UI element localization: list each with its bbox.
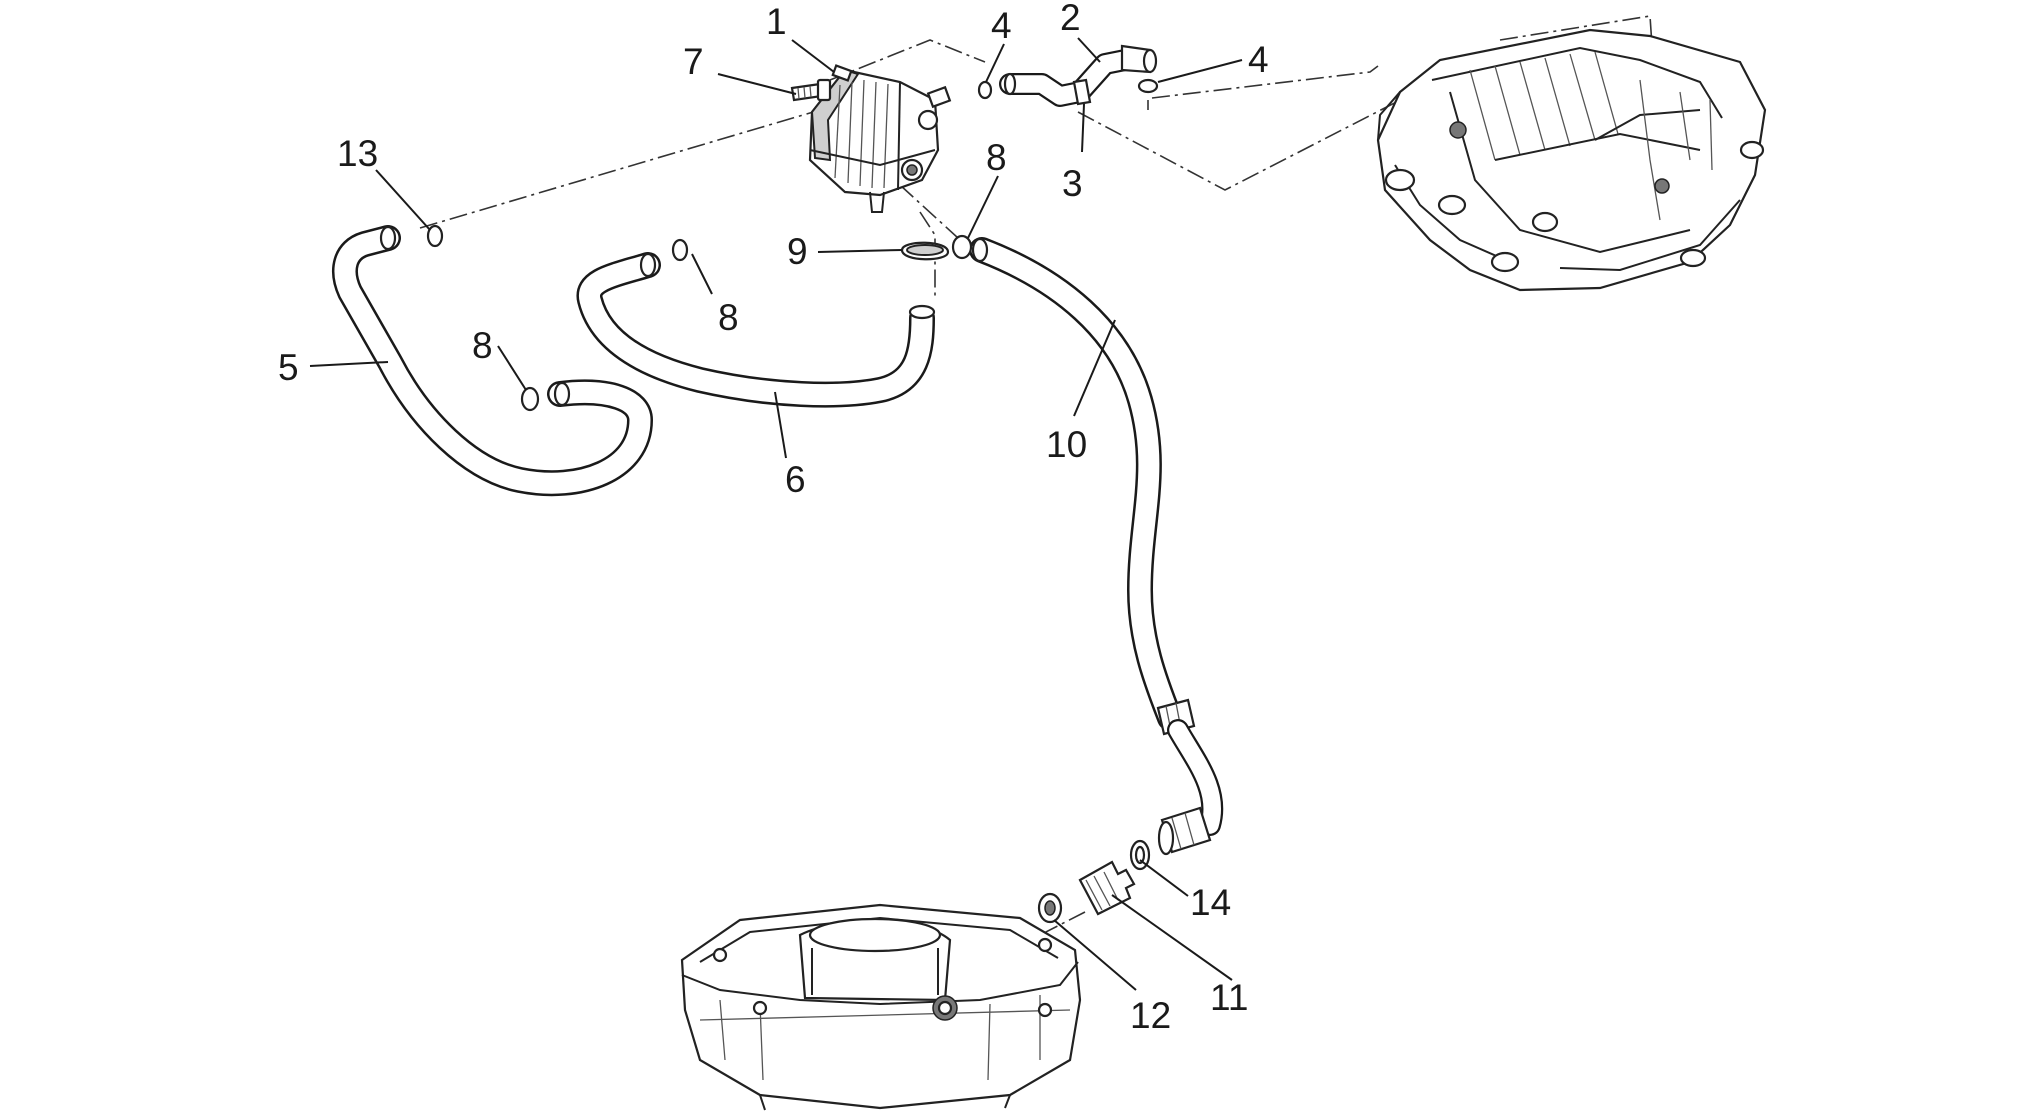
callout-11: 11 — [1210, 977, 1248, 1018]
callout-8-mid: 8 — [718, 297, 739, 338]
hose-clamp — [426, 224, 973, 412]
callout-14: 14 — [1190, 882, 1231, 923]
screw — [790, 78, 832, 102]
callout-13: 13 — [337, 133, 378, 174]
callout-6: 6 — [785, 459, 806, 500]
callout-10: 10 — [1046, 424, 1087, 465]
leader-lines — [309, 37, 1243, 991]
callout-4-breather: 4 — [991, 5, 1012, 46]
oil-separator — [808, 64, 952, 213]
callout-2: 2 — [1060, 0, 1081, 38]
hose-5 — [332, 225, 653, 497]
callout-3: 3 — [1062, 163, 1083, 204]
callout-12: 12 — [1130, 995, 1171, 1036]
hose-10 — [969, 237, 1224, 856]
callout-5: 5 — [278, 347, 299, 388]
callout-7: 7 — [683, 41, 704, 82]
callout-labels: 1 2 3 4 4 5 6 7 8 8 8 9 10 11 12 13 14 — [278, 0, 1269, 1036]
sealing-washer — [977, 78, 1159, 100]
callout-4-head: 4 — [1248, 39, 1269, 80]
callout-8-top: 8 — [986, 137, 1007, 178]
callout-1: 1 — [766, 1, 787, 42]
oil-sump — [680, 903, 1082, 1111]
callout-9: 9 — [787, 231, 808, 272]
hose-6 — [576, 252, 936, 408]
callout-8-left: 8 — [472, 325, 493, 366]
cylinder-head-cover — [1376, 28, 1767, 292]
breather-pipe — [999, 44, 1158, 107]
